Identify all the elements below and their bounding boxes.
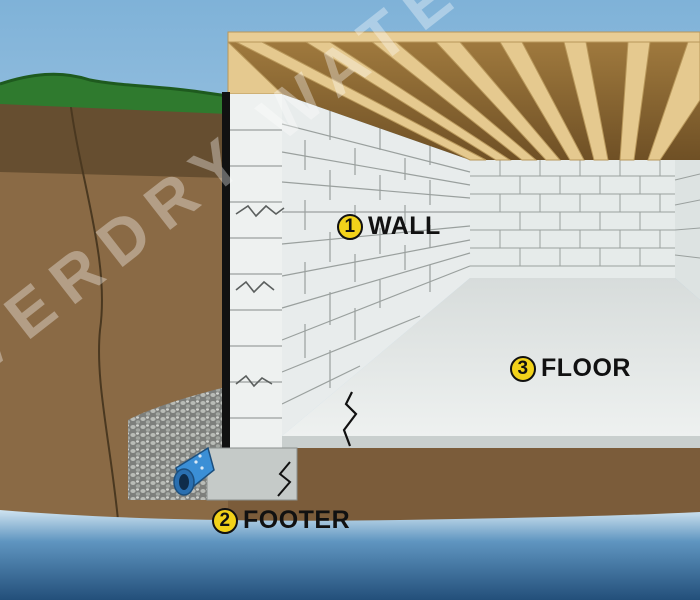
right-wall-mortar: [674, 173, 700, 259]
wall-exterior-membrane: [222, 92, 230, 448]
crack-icon: [342, 391, 358, 447]
right-wall: [675, 150, 700, 300]
basement-floor: [282, 278, 700, 436]
crack-icon: [235, 204, 285, 218]
wall-section: [230, 94, 282, 448]
floor-slab-edge: [282, 436, 700, 448]
groundwater: [0, 510, 700, 600]
rim-joist: [227, 31, 700, 43]
back-wall: [470, 160, 675, 278]
wall-section-mortar: [230, 129, 282, 419]
footer-number-badge: 2: [212, 507, 238, 534]
footer-label: 2 FOOTER: [212, 506, 350, 535]
crack-icon: [235, 374, 273, 388]
wall-label: 1 WALL: [337, 212, 441, 241]
drain-pipe-icon: [173, 446, 215, 496]
floor-label-text: FLOOR: [541, 354, 631, 382]
footer-block: [206, 447, 298, 501]
topsoil-layer: [0, 100, 228, 178]
footer-label-text: FOOTER: [243, 506, 351, 534]
crack-icon: [235, 280, 275, 294]
grass-edge: [0, 72, 229, 98]
floor-label: 3 FLOOR: [510, 354, 631, 383]
sub-floor-soil: [228, 448, 700, 522]
wall-number-badge: 1: [337, 213, 363, 240]
crack-icon: [277, 461, 292, 497]
grass: [0, 74, 228, 114]
back-wall-mortar: [470, 160, 675, 267]
floor-joists: [235, 41, 700, 161]
left-wall-mortar: [281, 110, 471, 405]
left-perspective-wall: [282, 94, 470, 436]
soil-crack-line: [69, 99, 119, 521]
wall-label-text: WALL: [368, 212, 441, 240]
floor-number-badge: 3: [510, 355, 536, 382]
